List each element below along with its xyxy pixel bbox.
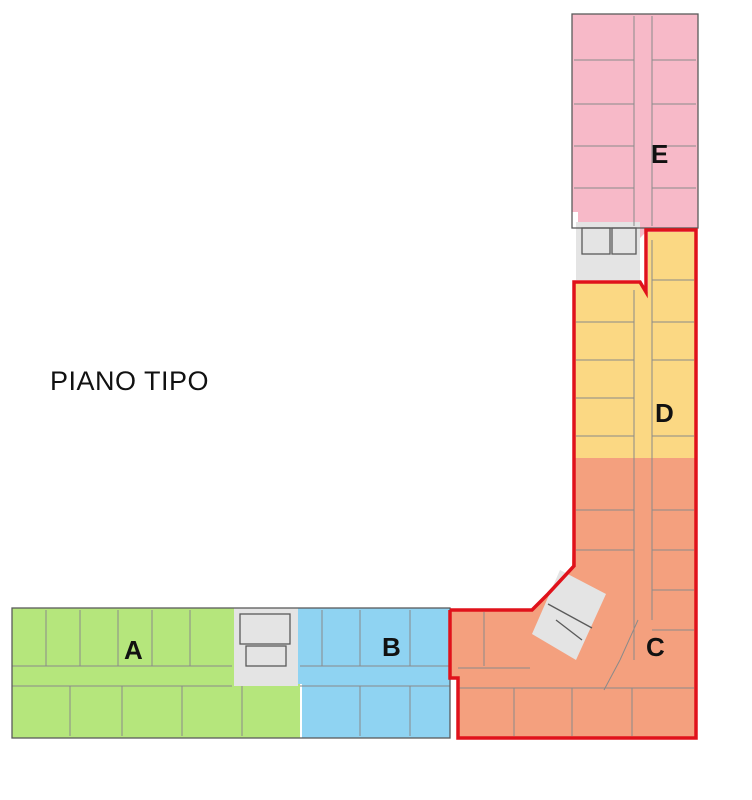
zone-a-area[interactable] (12, 608, 300, 738)
plan-title: PIANO TIPO (50, 366, 210, 396)
highlight-boundary (448, 228, 698, 740)
zone-a-label: A (124, 635, 143, 665)
zone-e-area[interactable] (572, 14, 698, 238)
room-partitions (11, 13, 699, 739)
zone-d-area[interactable] (575, 232, 696, 470)
zone-c-label: C (646, 632, 665, 662)
zone-b-label: B (382, 632, 401, 662)
stair-core-a-b (234, 608, 298, 686)
zone-b-area[interactable] (298, 608, 450, 738)
zone-d-label: D (655, 398, 674, 428)
stair-core-d-e (576, 222, 640, 280)
zone-e-label: E (651, 139, 668, 169)
